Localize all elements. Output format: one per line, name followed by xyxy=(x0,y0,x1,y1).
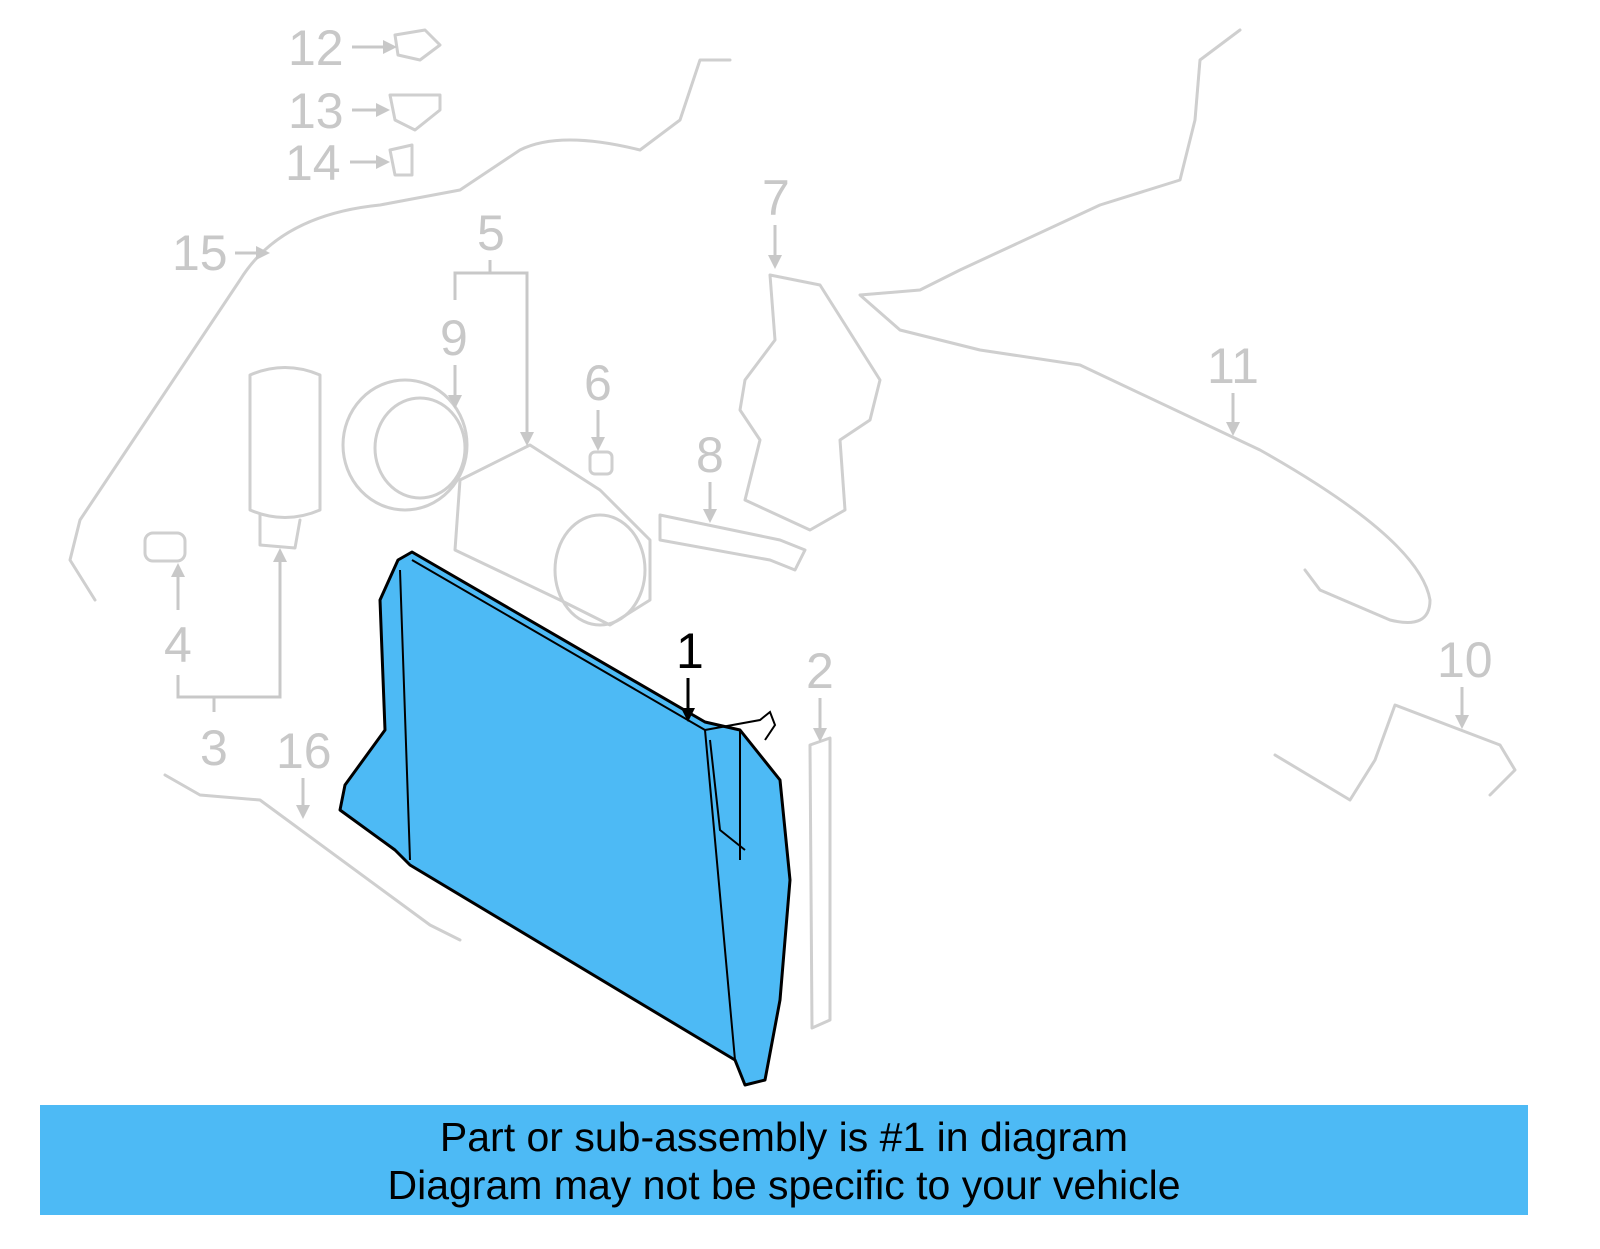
svg-text:4: 4 xyxy=(164,617,192,673)
banner-line-1: Part or sub-assembly is #1 in diagram xyxy=(439,1114,1129,1160)
part-1-condenser[interactable] xyxy=(338,550,792,1087)
callout-2: 2 xyxy=(806,643,834,742)
part-3-drier[interactable] xyxy=(248,366,322,550)
part-12-clip[interactable] xyxy=(393,28,442,62)
callout-13: 13 xyxy=(288,83,390,139)
callout-11: 11 xyxy=(1207,338,1259,436)
callout-1: 1 xyxy=(676,623,704,722)
svg-text:2: 2 xyxy=(806,643,834,699)
callout-16: 16 xyxy=(276,723,332,819)
part-16-line[interactable] xyxy=(163,773,462,942)
callout-14: 14 xyxy=(285,135,390,191)
callout-8: 8 xyxy=(696,427,724,523)
part-11-line[interactable] xyxy=(858,28,1432,624)
callout-7: 7 xyxy=(762,170,790,269)
part-2-seal[interactable] xyxy=(808,736,832,1030)
svg-text:3: 3 xyxy=(200,720,228,776)
callout-10: 10 xyxy=(1437,632,1493,729)
callout-9: 9 xyxy=(440,310,468,409)
part-5-compressor[interactable] xyxy=(453,443,652,627)
part-15-hose[interactable] xyxy=(68,58,732,602)
callout-12: 12 xyxy=(288,20,397,76)
svg-text:6: 6 xyxy=(584,355,612,411)
part-4-switch[interactable] xyxy=(143,531,187,563)
svg-text:11: 11 xyxy=(1207,338,1259,394)
svg-text:16: 16 xyxy=(276,723,332,779)
part-8-strut[interactable] xyxy=(658,513,807,572)
svg-text:8: 8 xyxy=(696,427,724,483)
svg-text:7: 7 xyxy=(762,170,790,226)
part-14-clip[interactable] xyxy=(388,143,414,177)
svg-text:12: 12 xyxy=(288,20,344,76)
callout-15: 15 xyxy=(172,225,270,281)
callout-6: 6 xyxy=(584,355,612,451)
part-5-compressor-face xyxy=(553,513,647,627)
banner-line-2: Diagram may not be specific to your vehi… xyxy=(387,1162,1181,1208)
svg-text:1: 1 xyxy=(676,623,704,679)
svg-text:10: 10 xyxy=(1437,632,1493,688)
svg-text:9: 9 xyxy=(440,310,468,366)
disclaimer-banner: Part or sub-assembly is #1 in diagram Di… xyxy=(40,1105,1528,1215)
svg-text:13: 13 xyxy=(288,83,344,139)
svg-text:15: 15 xyxy=(172,225,228,281)
callout-4: 4 xyxy=(164,563,192,673)
part-10-line[interactable] xyxy=(1273,703,1517,802)
part-9-pulley[interactable] xyxy=(341,378,469,512)
callout-5: 5 xyxy=(453,205,534,446)
part-13-bracket[interactable] xyxy=(388,93,442,132)
svg-text:14: 14 xyxy=(285,135,341,191)
part-7-bracket[interactable] xyxy=(738,273,882,532)
callout-3: 3 xyxy=(176,548,287,776)
part-9-pulley-inner xyxy=(373,396,467,500)
part-6-valve[interactable] xyxy=(588,450,614,476)
svg-text:5: 5 xyxy=(477,205,505,261)
